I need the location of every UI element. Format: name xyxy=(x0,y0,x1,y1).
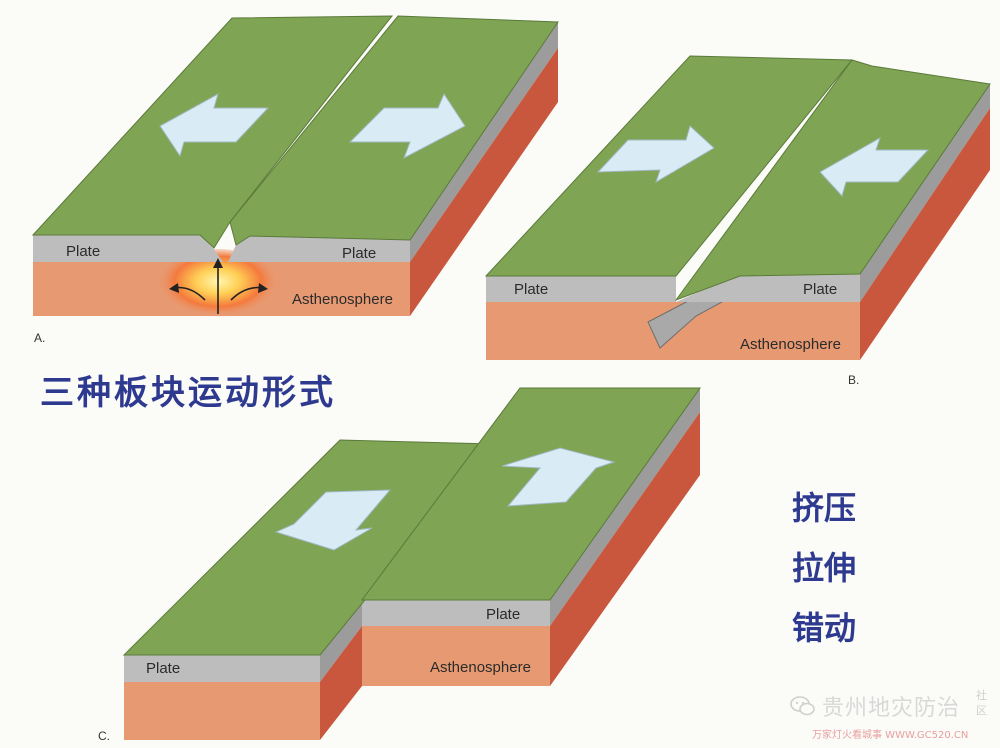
panel-c-letter: C. xyxy=(98,729,110,743)
panel-a-flow-arrow-left-head xyxy=(169,283,179,293)
panel-c-asthenosphere-left xyxy=(124,682,320,740)
panel-c-left-side-asth xyxy=(320,626,362,740)
panel-b-arrow-left xyxy=(819,136,930,197)
panel-a-arrow-right xyxy=(348,92,466,160)
wechat-icon xyxy=(790,696,815,716)
panel-b-letter: B. xyxy=(848,373,859,387)
panel-a-flow-arrow-right-head xyxy=(258,283,268,293)
panel-c-asthenosphere-right xyxy=(362,626,550,686)
watermark-subtext: 万家灯火看城事 WWW.GC520.CN xyxy=(812,730,969,741)
panel-c-asthenosphere-label: Asthenosphere xyxy=(430,659,531,676)
panel-c-transform: Plate Plate Asthenosphere C. xyxy=(98,387,701,743)
motion-type-compression: 挤压 xyxy=(792,489,857,527)
panel-a-arrow-left xyxy=(159,92,270,158)
watermark-side-text: 社区 xyxy=(976,689,987,717)
panel-b-side-plate xyxy=(860,84,990,302)
panel-a-plate-right-label: Plate xyxy=(342,245,376,262)
panel-c-left-side-plate xyxy=(320,600,362,682)
panel-a-plate-front-left xyxy=(33,235,223,262)
motion-type-strike-slip: 错动 xyxy=(792,609,857,647)
panel-a-plate-left-label: Plate xyxy=(66,243,100,260)
panel-a-divergent: Plate Plate Asthenosphere A. xyxy=(31,15,559,345)
panel-b-asthenosphere-label: Asthenosphere xyxy=(740,336,841,353)
panel-c-side-plate xyxy=(550,388,700,626)
watermark: 贵州地灾防治 xyxy=(790,690,960,722)
panel-a-upwelling-arrow-head xyxy=(213,258,223,268)
panel-b-arrow-right xyxy=(596,125,715,184)
panel-b-side-asth xyxy=(860,108,990,360)
panel-b-plate-right-label: Plate xyxy=(803,281,837,298)
panel-c-plate-front-left xyxy=(124,655,320,682)
diagram-title: 三种板块运动形式 xyxy=(40,373,336,413)
panel-b-plate-front-left xyxy=(486,276,676,302)
panel-c-side-asth xyxy=(550,412,700,686)
panel-a-side-plate xyxy=(410,22,558,262)
panel-c-plate-left-label: Plate xyxy=(146,660,180,677)
panel-c-plate-right-label: Plate xyxy=(486,606,520,623)
panel-c-plate-front-right xyxy=(362,600,550,626)
panel-a-asthenosphere-label: Asthenosphere xyxy=(292,291,393,308)
panel-b-plate-front-right xyxy=(676,274,860,302)
panel-a-plate-front-right xyxy=(228,236,410,262)
panel-c-arrow-down xyxy=(274,489,392,551)
panel-a-letter: A. xyxy=(34,331,45,345)
panel-b-plate-left-label: Plate xyxy=(514,281,548,298)
motion-type-extension: 拉伸 xyxy=(792,549,857,587)
panel-b-convergent: Plate Plate Asthenosphere B. xyxy=(484,55,991,387)
motion-types-list: 挤压 拉伸 错动 xyxy=(792,478,856,658)
panel-c-arrow-up xyxy=(501,447,616,507)
panel-a-side-asth xyxy=(410,48,558,316)
watermark-text: 贵州地灾防治 xyxy=(822,696,961,721)
